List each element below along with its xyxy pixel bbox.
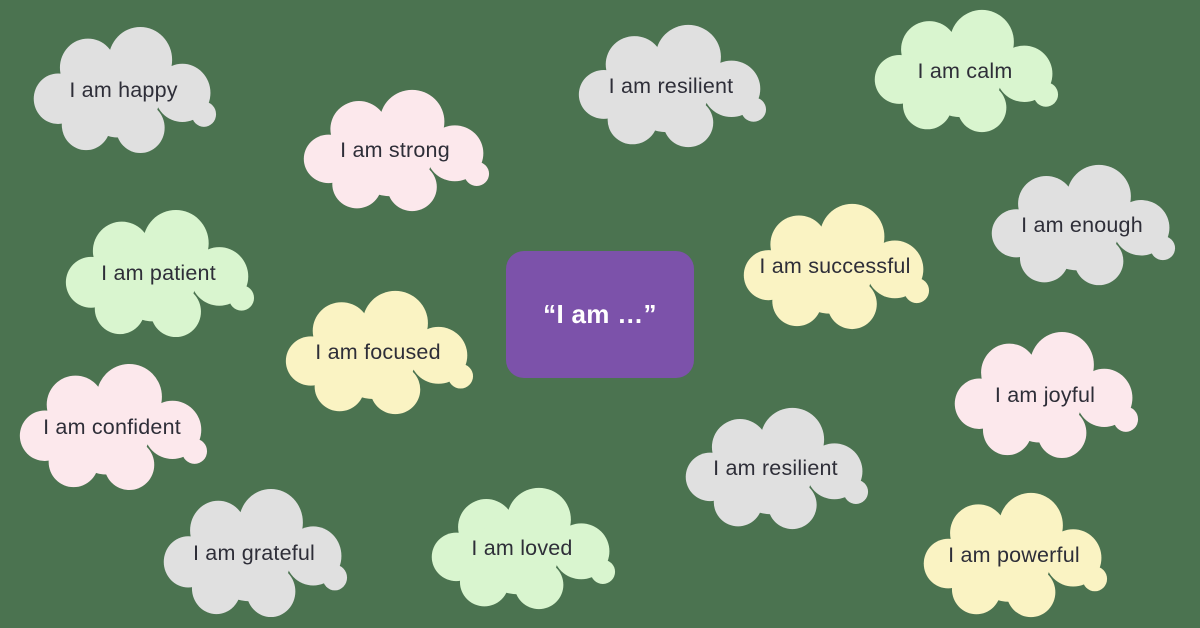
cloud-label: I am successful (759, 254, 911, 278)
cloud-label: I am resilient (608, 73, 734, 98)
cloud-icon (33, 26, 217, 154)
cloud-icon (578, 24, 767, 148)
affirmation-cloud: I am grateful (160, 487, 348, 619)
affirmation-cloud: I am successful (740, 202, 930, 331)
cloud-label: I am powerful (948, 542, 1080, 567)
affirmation-cloud: I am focused (282, 289, 474, 416)
cloud-icon (874, 9, 1059, 133)
cloud-label: I am joyful (994, 382, 1096, 407)
cloud-label: I am grateful (192, 540, 316, 565)
cloud-icon (923, 492, 1108, 618)
cloud-icon (743, 203, 930, 330)
affirmation-cloud: I am resilient (682, 406, 869, 531)
cloud-label: I am strong (340, 138, 450, 162)
cloud-label: I am confident (43, 414, 181, 439)
cloud-icon (285, 290, 474, 415)
center-card: “I am …” (506, 251, 694, 378)
cloud-icon (19, 363, 208, 491)
cloud-label: I am resilient (713, 456, 838, 480)
cloud-label: I am focused (315, 340, 441, 364)
cloud-label: I am loved (471, 536, 573, 560)
affirmation-cloud: I am confident (16, 362, 208, 492)
cloud-label: I am patient (101, 261, 216, 285)
affirmation-cloud: I am powerful (920, 491, 1108, 619)
affirmation-cloud: I am joyful (951, 330, 1139, 460)
cloud-icon (65, 209, 255, 338)
cloud-icon (303, 89, 490, 212)
affirmation-cloud: I am resilient (575, 23, 767, 149)
affirmation-cloud: I am loved (428, 486, 616, 611)
cloud-icon (954, 331, 1139, 459)
affirmation-cloud: I am happy (30, 25, 217, 155)
cloud-icon (431, 487, 616, 610)
cloud-icon (685, 407, 869, 530)
affirmation-cloud: I am calm (871, 8, 1059, 134)
affirmation-cloud: I am enough (988, 163, 1176, 287)
cloud-icon (163, 488, 348, 618)
cloud-label: I am happy (69, 77, 178, 102)
affirmation-cloud: I am strong (300, 88, 490, 213)
cloud-label: I am enough (1021, 212, 1143, 237)
cloud-icon (991, 164, 1176, 286)
cloud-label: I am calm (917, 58, 1013, 83)
affirmation-cloud: I am patient (62, 208, 255, 339)
